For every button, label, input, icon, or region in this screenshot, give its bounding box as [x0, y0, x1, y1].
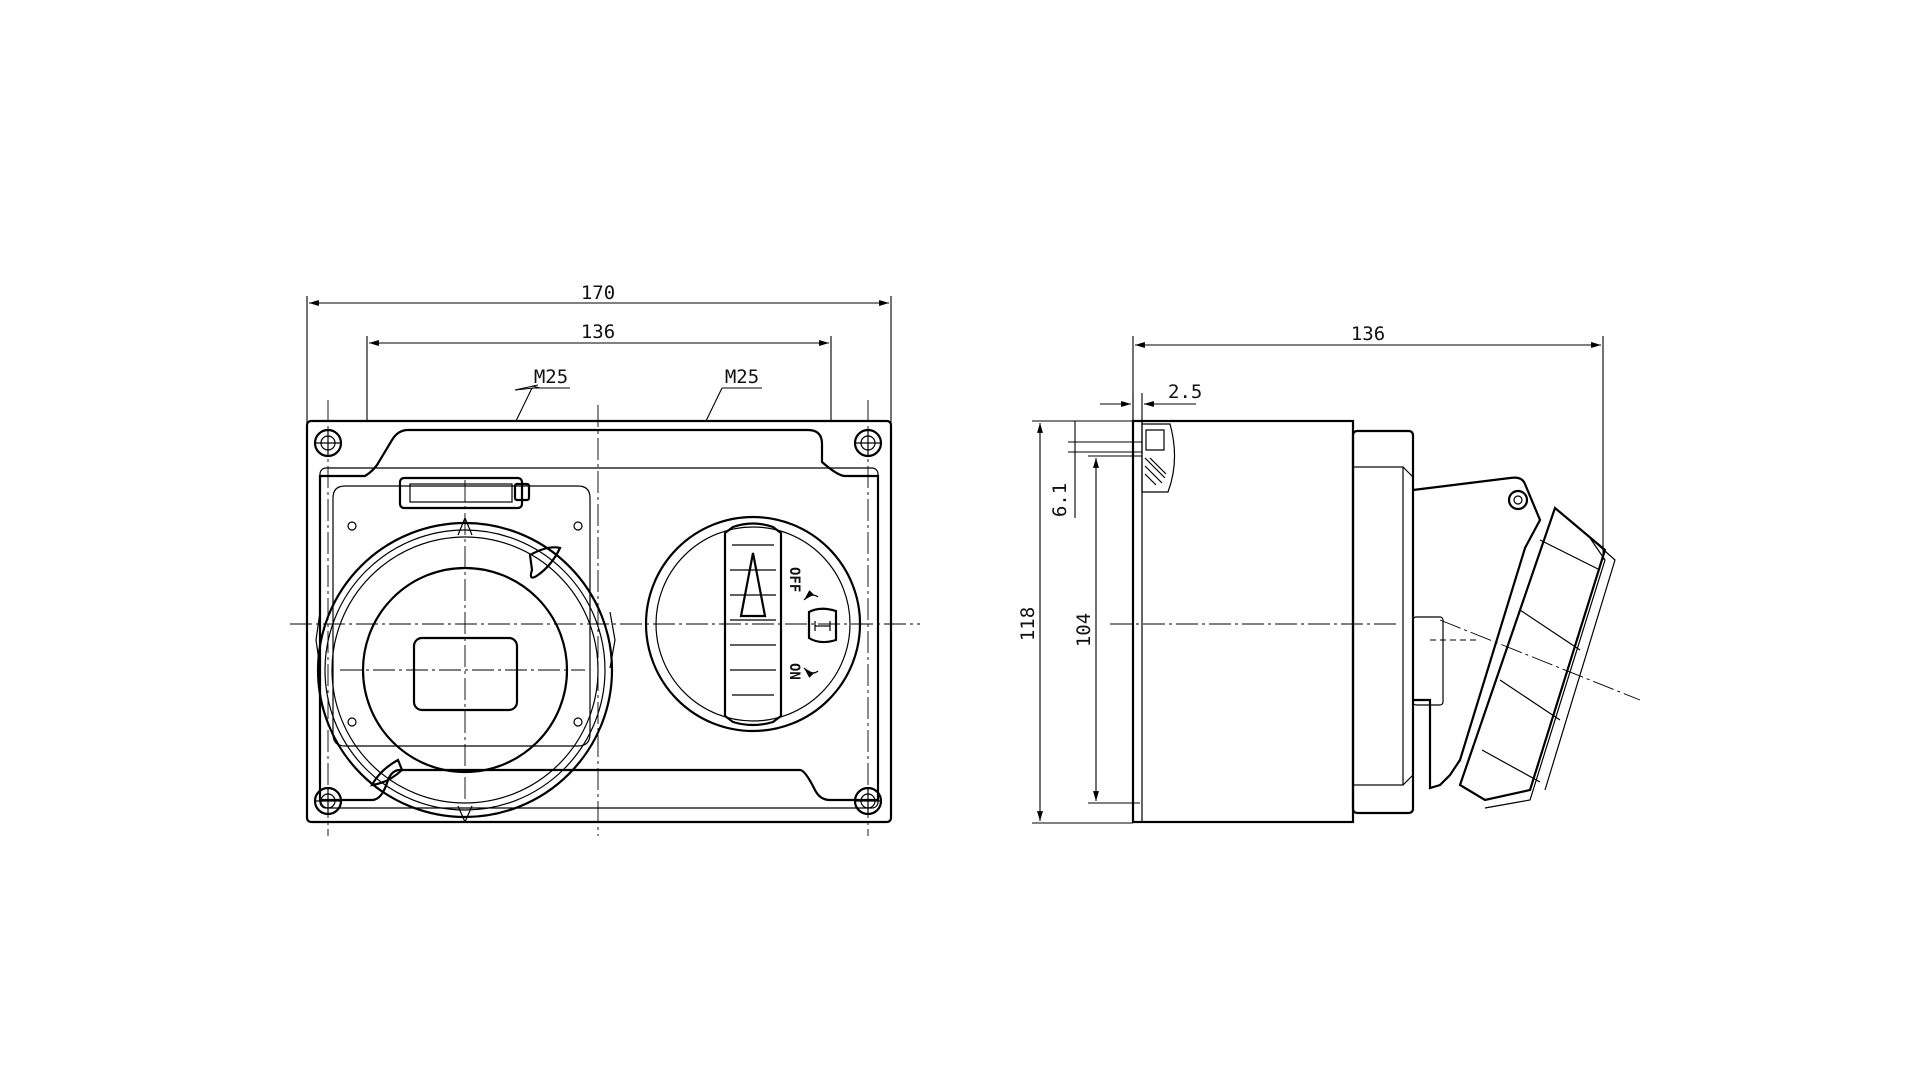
- socket-outlet: [315, 476, 616, 823]
- off-arrow-icon: [803, 590, 819, 601]
- dim-overall-height: 118: [1017, 420, 1133, 824]
- dim-offset-label: 6.1: [1049, 483, 1071, 517]
- screw-top-right: [853, 428, 883, 458]
- gland-leader-left: M25: [514, 366, 570, 422]
- gland-left-label: M25: [534, 366, 568, 388]
- enclosure-outline: [305, 419, 893, 824]
- screw-top-left: [313, 428, 343, 458]
- latch-top: [528, 546, 562, 579]
- gland-right-label: M25: [725, 366, 759, 388]
- side-hinge-screw: [1507, 489, 1529, 511]
- switch-pointer: [739, 552, 767, 618]
- on-arrow-icon: [803, 667, 819, 678]
- dim-depth: 136: [1132, 323, 1604, 560]
- side-lid: [1351, 429, 1415, 815]
- switch-on-label: ON: [786, 663, 802, 680]
- dim-hole-spacing: 136: [366, 321, 832, 420]
- enclosure-inner-rim: [319, 467, 879, 809]
- latch-bottom: [370, 758, 404, 787]
- dim-inner-height-label: 104: [1073, 613, 1095, 647]
- dim-overall-width: 170: [306, 282, 892, 436]
- side-view: 136 2.5 118 6.1: [1017, 323, 1641, 824]
- lid-panel: [318, 428, 880, 802]
- screw-bottom-right: [853, 786, 883, 816]
- front-view: 170 136 M25 M25: [290, 282, 920, 836]
- dim-depth-label: 136: [1351, 323, 1385, 345]
- rotary-switch[interactable]: OFF ON: [644, 515, 862, 733]
- socket-face: [361, 566, 569, 774]
- gland-leader-right: M25: [705, 366, 762, 422]
- dim-inner-height: 104: [1073, 455, 1142, 804]
- switch-handle[interactable]: [723, 522, 783, 727]
- socket-lid-outer: [316, 521, 614, 819]
- switch-off-label: OFF: [786, 567, 802, 592]
- dim-wall: 2.5: [1100, 381, 1202, 424]
- switch-outer-ring: [644, 515, 862, 733]
- socket-hinge: [398, 476, 524, 510]
- socket-label-window: [412, 636, 519, 712]
- dim-overall-width-label: 170: [581, 282, 615, 304]
- padlock-icon: [807, 607, 838, 644]
- dim-overall-height-label: 118: [1017, 607, 1039, 641]
- side-socket-collar: [1458, 506, 1607, 802]
- screw-bottom-left: [313, 786, 343, 816]
- dim-wall-label: 2.5: [1168, 381, 1202, 403]
- side-box-body: [1131, 419, 1355, 824]
- dim-hole-spacing-label: 136: [581, 321, 615, 343]
- side-seal-section: [1141, 423, 1176, 493]
- side-socket: [1412, 476, 1616, 809]
- dim-offset: 6.1: [1049, 421, 1142, 518]
